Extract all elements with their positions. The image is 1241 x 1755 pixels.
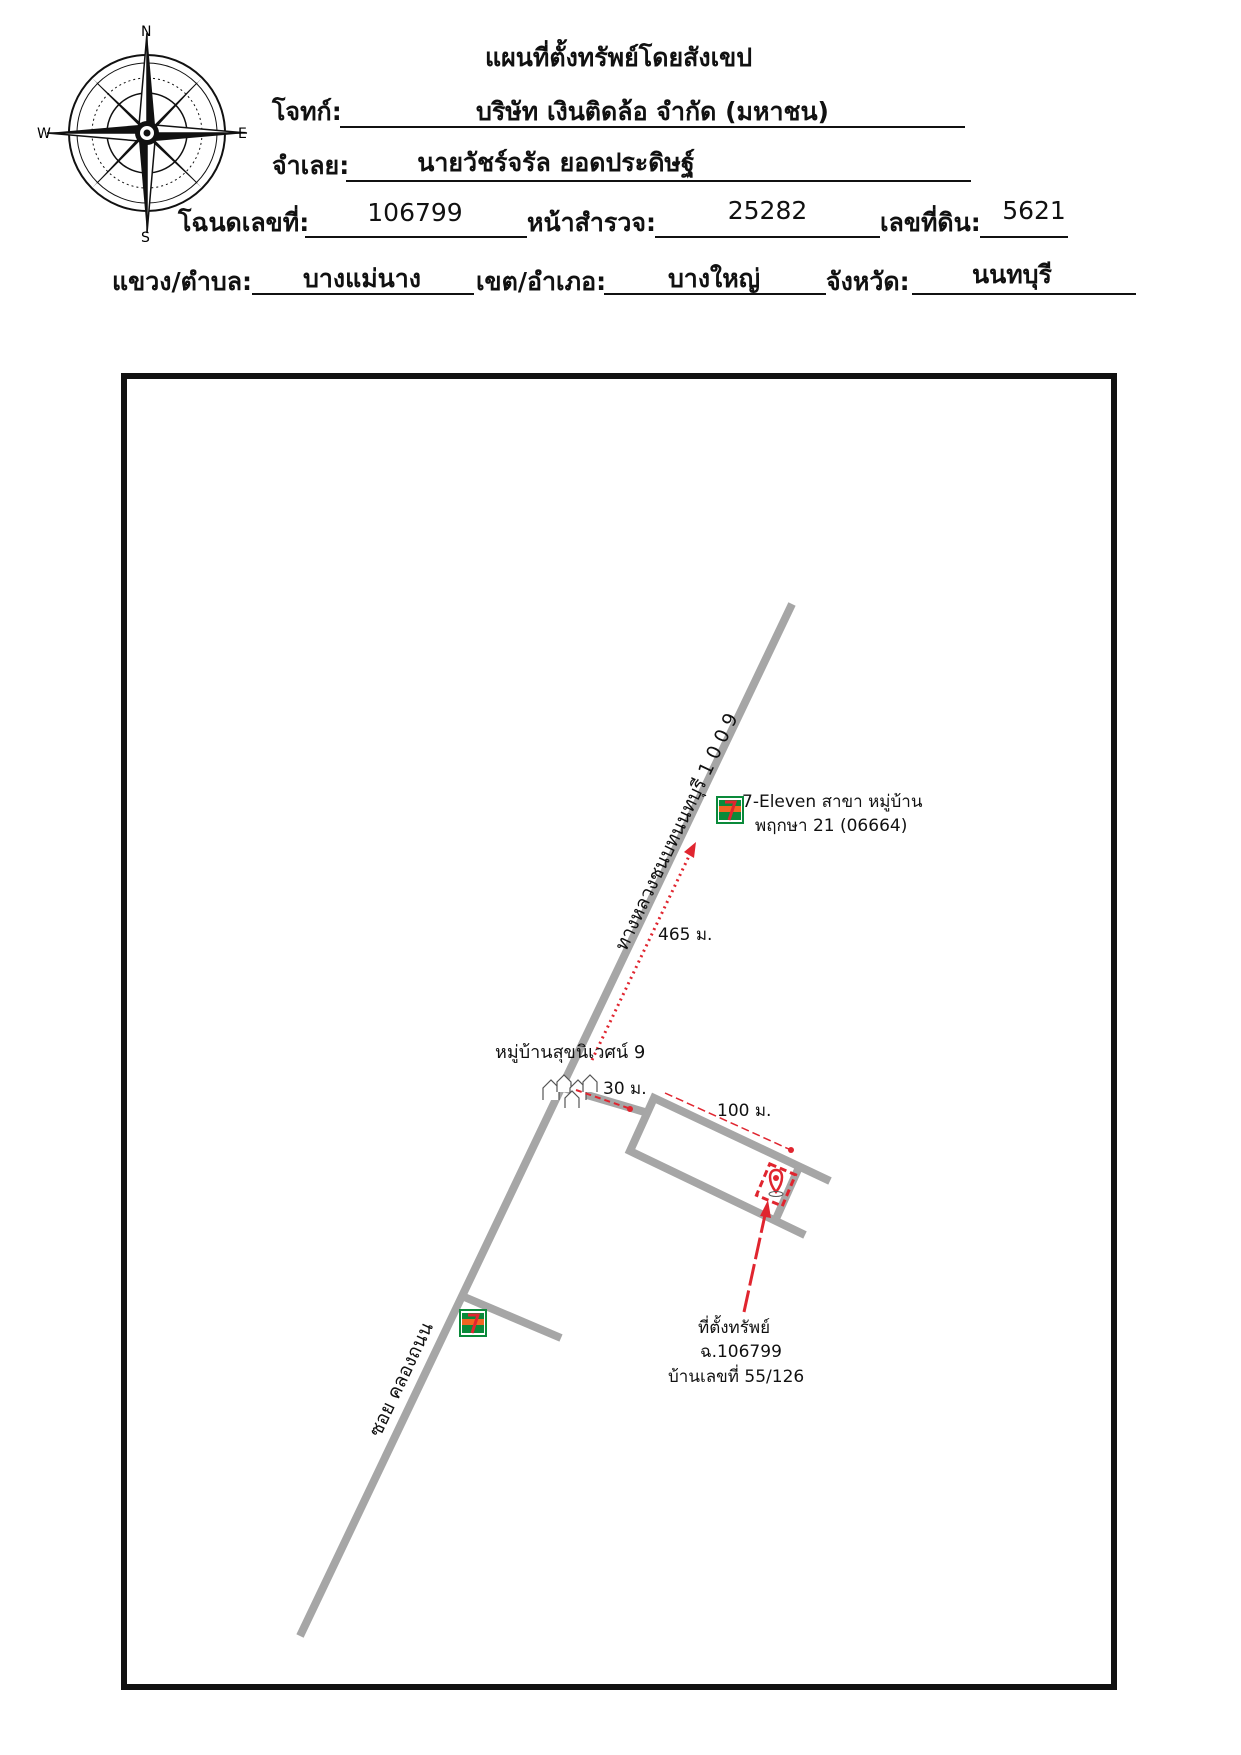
distance-465-line — [590, 853, 692, 1061]
property-label-2: ฉ.106799 — [700, 1342, 782, 1362]
defendant-label: จำเลย: — [272, 151, 350, 180]
seven-eleven-label-2: พฤกษา 21 (06664) — [755, 816, 907, 836]
map-frame — [121, 373, 1117, 1690]
seven-eleven-icon — [716, 796, 744, 824]
compass-e: E — [238, 126, 247, 142]
subdistrict-label: แขวง/ตำบล: — [112, 267, 253, 296]
location-pin-icon — [768, 1168, 784, 1197]
district-underline — [604, 293, 826, 295]
distance-100-line — [664, 1092, 792, 1151]
side-road-lower — [460, 1292, 563, 1342]
page-title: แผนที่ตั้งทรัพย์โดยสังเขป — [485, 43, 753, 72]
province-underline — [912, 293, 1136, 295]
distance-100-label: 100 ม. — [717, 1101, 771, 1121]
property-label-1: ที่ตั้งทรัพย์ — [698, 1315, 770, 1338]
seven-eleven-label-1: 7-Eleven สาขา หมู่บ้าน — [742, 792, 923, 812]
deed-label: โฉนดเลขที่: — [178, 208, 310, 237]
plaintiff-underline — [340, 126, 965, 128]
compass-w: W — [37, 126, 51, 142]
land-no-label: เลขที่ดิน: — [880, 208, 981, 237]
seven-eleven-icon-lower — [459, 1309, 487, 1337]
province-label: จังหวัด: — [826, 267, 910, 296]
compass-s: S — [141, 230, 150, 246]
deed-value: 106799 — [367, 198, 463, 227]
survey-value: 25282 — [727, 196, 808, 225]
subdistrict-underline — [252, 293, 474, 295]
distance-465-label: 465 ม. — [658, 925, 712, 945]
survey-underline — [655, 236, 880, 238]
plaintiff-label: โจทก์: — [272, 97, 342, 126]
distance-465-arrow — [684, 842, 696, 858]
compass-n: N — [141, 24, 151, 40]
district-value: บางใหญ่ — [667, 264, 761, 293]
highway-label: ทางหลวงชนบทนนทบุรี 1 0 0 9 — [611, 710, 744, 955]
survey-label: หน้าสำรวจ: — [527, 208, 657, 237]
village-label: หมู่บ้านสุขนิเวศน์ 9 — [495, 1042, 645, 1063]
deed-underline — [305, 236, 527, 238]
defendant-value: นายวัชร์จรัล ยอดประดิษฐ์ — [417, 148, 695, 177]
province-value: นนทบุรี — [972, 260, 1052, 289]
distance-30-label: 30 ม. — [603, 1079, 647, 1099]
compass-rose: N S W E — [37, 24, 248, 246]
plaintiff-value: บริษัท เงินติดล้อ จำกัด (มหาชน) — [476, 97, 829, 126]
main-road — [296, 602, 796, 1638]
district-label: เขต/อำเภอ: — [476, 267, 607, 296]
property-pointer-line — [742, 1214, 767, 1313]
land-no-value: 5621 — [1002, 196, 1066, 225]
defendant-underline — [346, 180, 971, 182]
side-road-loop — [624, 1092, 832, 1239]
property-label-3: บ้านเลขที่ 55/126 — [668, 1364, 804, 1387]
land-no-underline — [980, 236, 1068, 238]
property-pointer-arrow — [760, 1200, 771, 1218]
property-boundary — [754, 1161, 798, 1209]
distance-30-line — [575, 1089, 629, 1109]
subdistrict-value: บางแม่นาง — [302, 264, 422, 293]
